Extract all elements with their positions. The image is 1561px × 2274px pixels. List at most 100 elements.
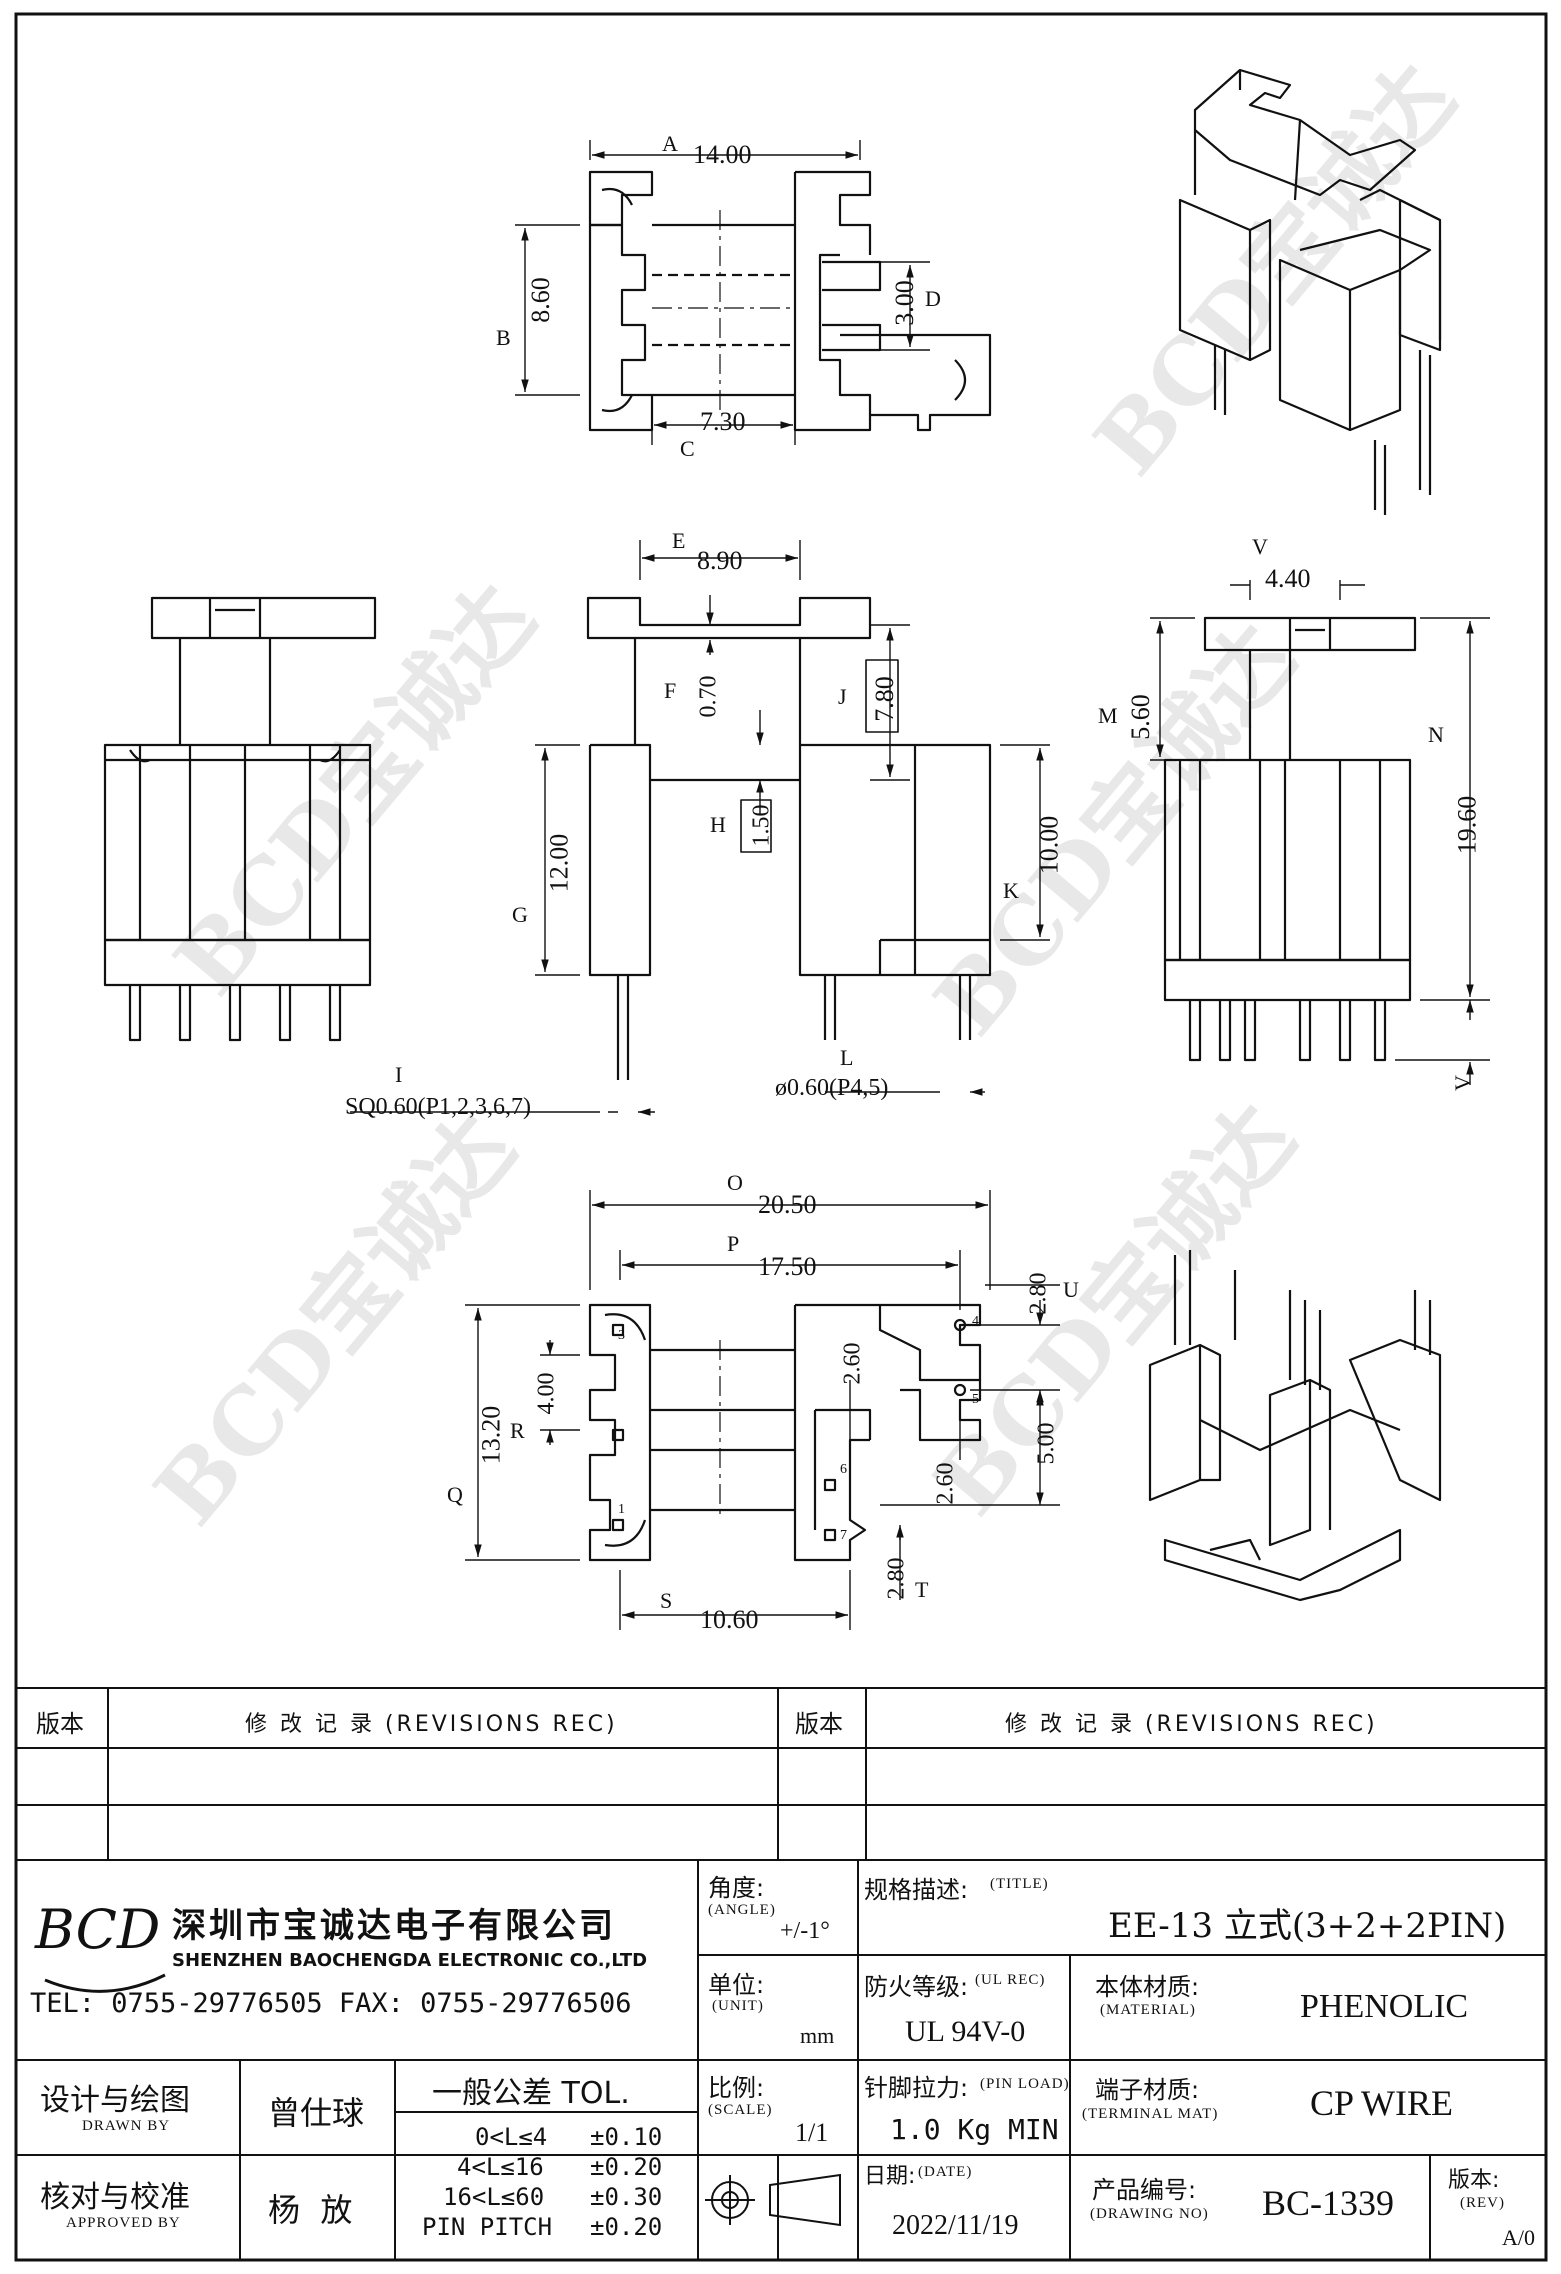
ul-value: UL 94V-0 [905, 2015, 1026, 2048]
dim-value: ø0.60(P4,5) [775, 1075, 889, 1101]
date-value: 2022/11/19 [892, 2210, 1019, 2241]
bottom-view [465, 1190, 1060, 1630]
dim-letter: U [1063, 1277, 1079, 1302]
company-logo: BCD [35, 1898, 161, 1961]
tol-range: 4<L≤16 [457, 2153, 544, 2181]
title-label-en: (TITLE) [990, 1876, 1049, 1892]
unit-label-en: (UNIT) [712, 1998, 764, 2014]
dim-letter: C [680, 436, 695, 461]
left-side-view [103, 596, 377, 1042]
dim-letter: D [925, 286, 941, 311]
dim-letter: K [1003, 878, 1019, 903]
designer-label-en: DRAWN BY [82, 2118, 171, 2134]
material-label: 本体材质: [1095, 1973, 1200, 2001]
dim-letter: A [662, 131, 678, 156]
scale-label-en: (SCALE) [708, 2102, 773, 2118]
rev-label: 版本: [1448, 2168, 1500, 2193]
dim-letter: B [496, 325, 511, 350]
ul-label-en: (UL REC) [975, 1972, 1046, 1988]
unit-value: mm [800, 2023, 835, 2048]
company-tel: TEL: 0755-29776505 FAX: 0755-29776506 [30, 1988, 632, 2019]
dim-value: 10.00 [1034, 815, 1064, 875]
terminal-label-en: (TERMINAL MAT) [1082, 2106, 1219, 2122]
version-header: 版本 [795, 1710, 843, 1738]
top-view [515, 140, 992, 445]
revisions-header: 修 改 记 录 (REVISIONS REC) [245, 1712, 618, 1737]
date-label-en: (DATE) [918, 2164, 973, 2180]
dim-letter: T [915, 1577, 929, 1602]
tol-value: ±0.20 [590, 2153, 663, 2181]
approver-label: 核对与校准 [40, 2180, 190, 2215]
pin-number: 5 [972, 1392, 979, 1407]
dim-value: 1.50 [748, 804, 775, 847]
dim-letter: E [672, 528, 686, 553]
dim-letter: O [727, 1170, 743, 1195]
right-side-view [1150, 580, 1490, 1085]
iso-view-bottom [1148, 1250, 1442, 1602]
pinload-label: 针脚拉力: [864, 2074, 969, 2102]
drawing-no-label-en: (DRAWING NO) [1090, 2206, 1209, 2222]
approver-name: 杨 放 [268, 2191, 353, 2229]
dim-value: 2.80 [883, 1557, 910, 1600]
dim-letter: M [1098, 703, 1118, 728]
dim-value: 13.20 [476, 1405, 506, 1465]
dim-value: 0.70 [695, 675, 722, 718]
dim-letter: L [840, 1045, 854, 1070]
unit-label: 单位: [708, 1971, 765, 1999]
dim-value: 2.60 [839, 1342, 866, 1385]
pin-number: 6 [840, 1462, 847, 1477]
tol-range: PIN PITCH [422, 2213, 553, 2241]
dim-letter: I [395, 1062, 403, 1087]
dim-value: 20.50 [758, 1190, 817, 1219]
logo-swoosh [44, 1973, 166, 1993]
dim-value: 10.60 [700, 1605, 759, 1634]
tol-value: ±0.30 [590, 2183, 663, 2211]
dim-letter: P [727, 1231, 740, 1256]
dim-value: 3.00 [889, 280, 919, 326]
tol-value: ±0.20 [590, 2213, 663, 2241]
pin-number: 1 [618, 1502, 625, 1517]
dim-letter: V [1252, 534, 1268, 559]
terminal-label: 端子材质: [1095, 2076, 1200, 2104]
version-header: 版本 [36, 1710, 84, 1738]
approver-label-en: APPROVED BY [66, 2215, 181, 2231]
dim-letter: Q [447, 1482, 463, 1507]
dim-value: 4.40 [1265, 564, 1311, 593]
dim-value: 19.60 [1452, 795, 1482, 855]
dim-letter: J [838, 684, 847, 709]
dim-value: 7.30 [700, 407, 746, 436]
iso-view-top [1178, 68, 1442, 515]
dim-value: 8.60 [525, 277, 555, 323]
designer-label: 设计与绘图 [40, 2083, 190, 2118]
drawing-no-value: BC-1339 [1262, 2183, 1395, 2223]
dim-letter: H [710, 812, 726, 837]
ul-label: 防火等级: [864, 1973, 969, 2001]
dim-value: 2.60 [932, 1462, 959, 1505]
front-view [350, 540, 1050, 1116]
dim-value: 8.90 [697, 546, 743, 575]
dim-value: 5.00 [1033, 1422, 1060, 1465]
dim-value: 17.50 [758, 1252, 817, 1281]
angle-label: 角度: [708, 1874, 765, 1902]
designer-name: 曾仕球 [268, 2094, 365, 2132]
rev-value: A/0 [1502, 2225, 1535, 2250]
scale-value: 1/1 [795, 2118, 829, 2147]
date-label: 日期: [864, 2164, 916, 2189]
pinload-value: 1.0 Kg MIN [890, 2113, 1059, 2146]
angle-label-en: (ANGLE) [708, 1902, 776, 1918]
dim-value: 12.00 [544, 833, 574, 893]
material-label-en: (MATERIAL) [1100, 2002, 1196, 2018]
revisions-header: 修 改 记 录 (REVISIONS REC) [1005, 1712, 1378, 1737]
company-name-en: SHENZHEN BAOCHENGDA ELECTRONIC CO.,LTD [172, 1950, 648, 1971]
dim-value: 4.00 [533, 1372, 560, 1415]
tolerance-title: 一般公差 TOL. [432, 2076, 630, 2111]
pin-number: 7 [840, 1528, 847, 1543]
scale-label: 比例: [708, 2074, 765, 2102]
dim-letter: R [510, 1418, 525, 1443]
dim-letter: G [512, 902, 528, 927]
pinload-label-en: (PIN LOAD) [980, 2076, 1070, 2092]
dim-value: 5.60 [1125, 694, 1155, 740]
dim-value: 2.80 [1025, 1272, 1052, 1315]
title-label: 规格描述: [864, 1876, 969, 1904]
